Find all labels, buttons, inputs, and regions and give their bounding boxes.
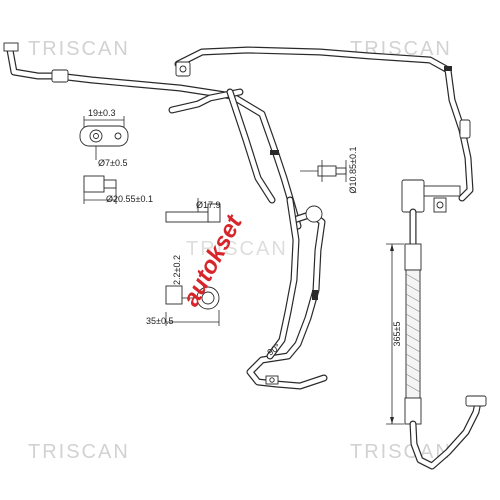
watermark-bottom-left: TRISCAN: [28, 441, 130, 463]
pipe-clip-mark: [270, 150, 279, 155]
watermark-bottom-right: TRISCAN: [350, 441, 452, 463]
dim-flange-width: 19±0.3: [88, 108, 115, 118]
upper-ferrule: [404, 243, 422, 271]
watermark-top-left: TRISCAN: [28, 38, 130, 60]
dim-small-dia: Ø17.9: [196, 200, 221, 210]
clip-ring-inner: [201, 291, 215, 305]
pressure-valve: Ø10.85±0.1: [300, 147, 358, 194]
lower-middle-pipe: [246, 196, 328, 390]
detail-small-dia: Ø17.9: [165, 198, 221, 223]
dim-clip-width: 35±0.5: [146, 316, 173, 326]
detail-fitting-side: Ø20.55±0.1: [83, 175, 153, 204]
clip-plate: [165, 285, 183, 305]
valve-cap: [335, 167, 347, 175]
detail-flange-top: 19±0.3 Ø7±0.5: [79, 108, 129, 168]
fitting-body: [83, 175, 105, 193]
dim-fitting-dia: Ø20.55±0.1: [106, 194, 153, 204]
right-clip-mark: [444, 66, 452, 71]
small-tube-end: [207, 203, 221, 223]
flange-bolt-hole: [269, 377, 275, 383]
lower-end-fitting: [465, 395, 487, 407]
dim-bore: Ø7±0.5: [98, 158, 127, 168]
dim-clip-height: 2.2±0.2: [172, 255, 182, 285]
flex-hose: [405, 269, 421, 399]
mid-coupling: [305, 205, 323, 223]
mount-bolt-hole: [179, 65, 187, 73]
fitting-stub: [423, 185, 461, 197]
lower-ferrule: [404, 397, 422, 425]
right-hose-assembly: 365±5: [386, 179, 487, 470]
flange-bore-inner: [93, 133, 99, 139]
detail-clip: 2.2±0.2 35±0.5: [146, 255, 220, 326]
mid-clip-mark: [312, 290, 318, 300]
dim-pipe-dia: Ø10.85±0.1: [348, 147, 358, 194]
upper-branch-pipe: [168, 46, 474, 204]
fitting-neck: [103, 179, 117, 189]
hose-fitting-block: [401, 179, 425, 213]
fitting-nut-hole: [436, 201, 444, 209]
dim-hose-length: 365±5: [392, 322, 402, 347]
upper-left-pipe: [3, 42, 302, 230]
flange-bolt: [114, 132, 122, 140]
valve-body: [317, 165, 337, 177]
right-sleeve: [459, 119, 471, 139]
watermark-middle: TRISCAN: [186, 238, 288, 260]
small-tube: [165, 211, 211, 223]
left-end-connector: [3, 42, 19, 52]
left-sleeve: [51, 69, 69, 83]
